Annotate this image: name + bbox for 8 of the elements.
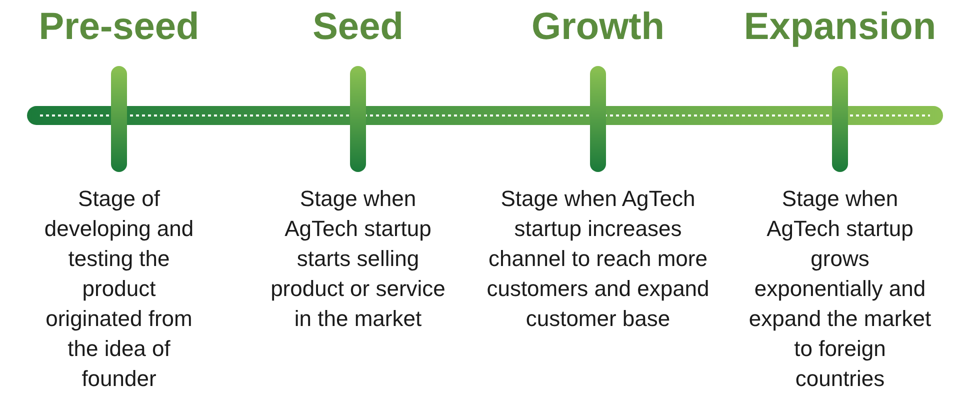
stage-title: Expansion [744,6,936,49]
stage-description: Stage when AgTech startup grows exponentially and expand the market to foreign countries [748,185,932,393]
stage-description: Stage when AgTech startup increases channel to reach more customers and expand customer base [486,185,710,333]
stage-description: Stage when AgTech startup starts selling product or service in the market [270,185,446,333]
stage-title: Growth [532,6,664,49]
stage-description: Stage of developing and testing the product originated from the idea of founder [43,185,195,393]
stage-title: Pre-seed [38,6,200,49]
stage-title: Seed [312,6,404,49]
